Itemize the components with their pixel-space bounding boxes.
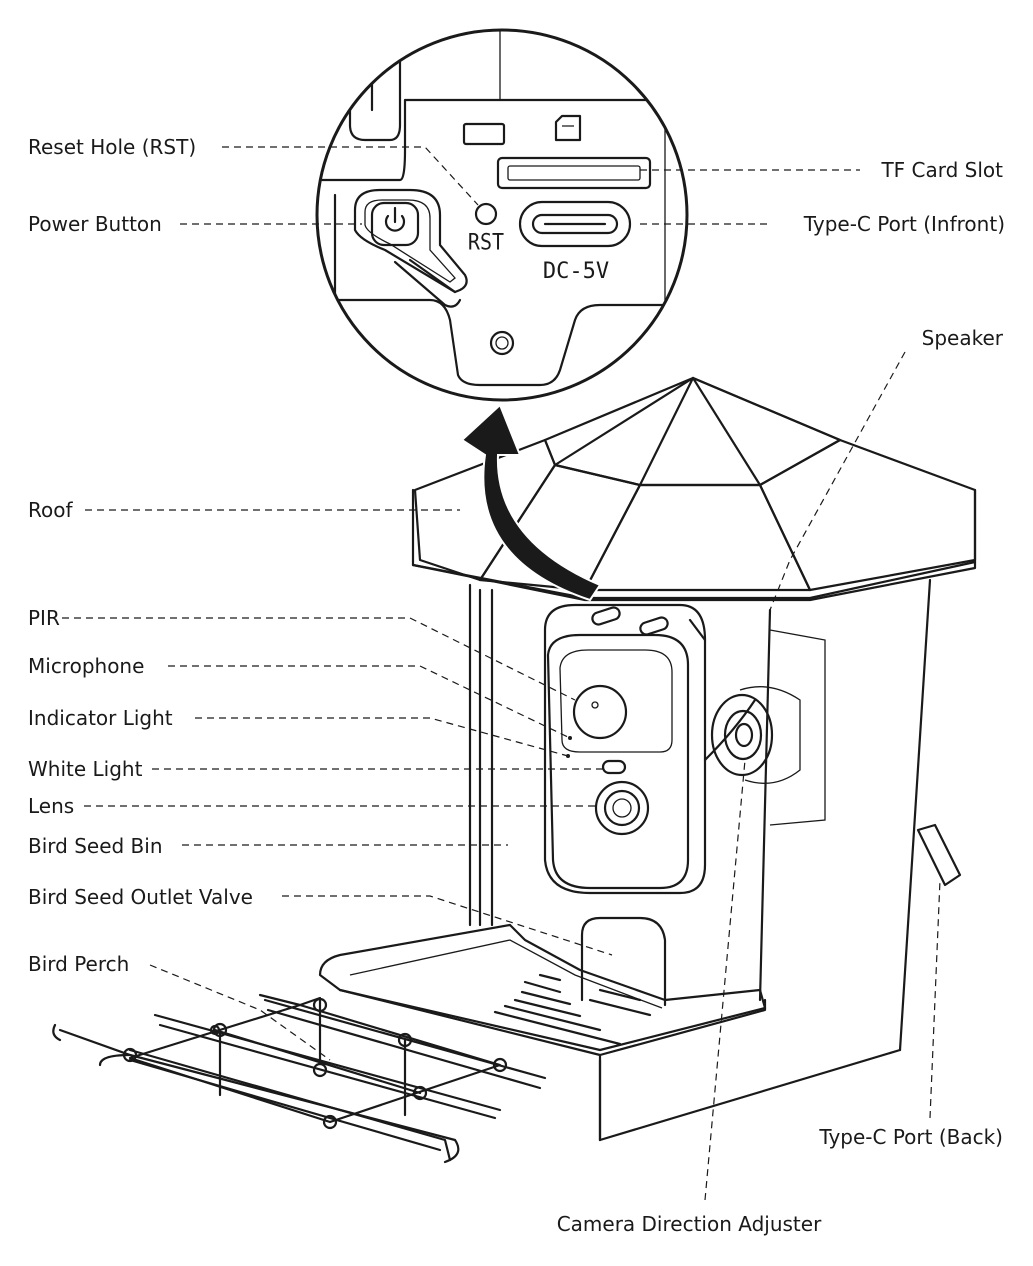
type-c-front-port-shape xyxy=(518,200,632,248)
label-lens: Lens xyxy=(28,794,74,818)
type-c-back-port-shape xyxy=(916,823,962,887)
reset-hole-shape xyxy=(474,202,498,226)
power-button-shape xyxy=(353,188,468,308)
leader-lines xyxy=(62,146,941,1201)
label-pir: PIR xyxy=(28,606,60,630)
sd-card-icon xyxy=(554,114,582,142)
label-type-c-back: Type-C Port (Back) xyxy=(818,1125,1003,1149)
label-white-light: White Light xyxy=(28,757,143,781)
feeder-body xyxy=(318,578,962,1142)
label-bird-seed-bin: Bird Seed Bin xyxy=(28,834,163,858)
label-type-c-front: Type-C Port (Infront) xyxy=(803,212,1005,236)
microphone-hole xyxy=(568,736,572,740)
label-roof: Roof xyxy=(28,498,73,522)
power-icon xyxy=(384,206,406,232)
camera-unit xyxy=(543,603,757,895)
callout-labels: Reset Hole (RST) Power Button TF Card Sl… xyxy=(28,135,1005,1236)
lens xyxy=(594,780,650,836)
white-light xyxy=(601,759,627,775)
pir-sensor xyxy=(572,684,628,740)
rst-marking: RST xyxy=(468,229,504,255)
label-bird-perch: Bird Perch xyxy=(28,952,129,976)
dc-5v-marking: DC-5V xyxy=(543,259,609,284)
label-reset-hole: Reset Hole (RST) xyxy=(28,135,196,159)
label-bird-seed-outlet-valve: Bird Seed Outlet Valve xyxy=(28,885,253,909)
zoom-detail-circle: RST DC-5V xyxy=(315,28,689,402)
label-microphone: Microphone xyxy=(28,654,144,678)
label-power-button: Power Button xyxy=(28,212,162,236)
usb-port-icon xyxy=(462,122,506,146)
seed-outlet-valve-shape xyxy=(580,916,667,1007)
tray-vents xyxy=(493,973,652,1046)
tf-card-slot-shape xyxy=(496,156,652,190)
up-arrow-icon xyxy=(460,403,602,602)
label-speaker: Speaker xyxy=(922,326,1004,350)
camera-adjuster-shape xyxy=(710,686,801,784)
label-indicator-light: Indicator Light xyxy=(28,706,173,730)
label-camera-direction-adjuster: Camera Direction Adjuster xyxy=(557,1212,822,1236)
bird-perch xyxy=(52,993,547,1164)
label-tf-card-slot: TF Card Slot xyxy=(880,158,1003,182)
